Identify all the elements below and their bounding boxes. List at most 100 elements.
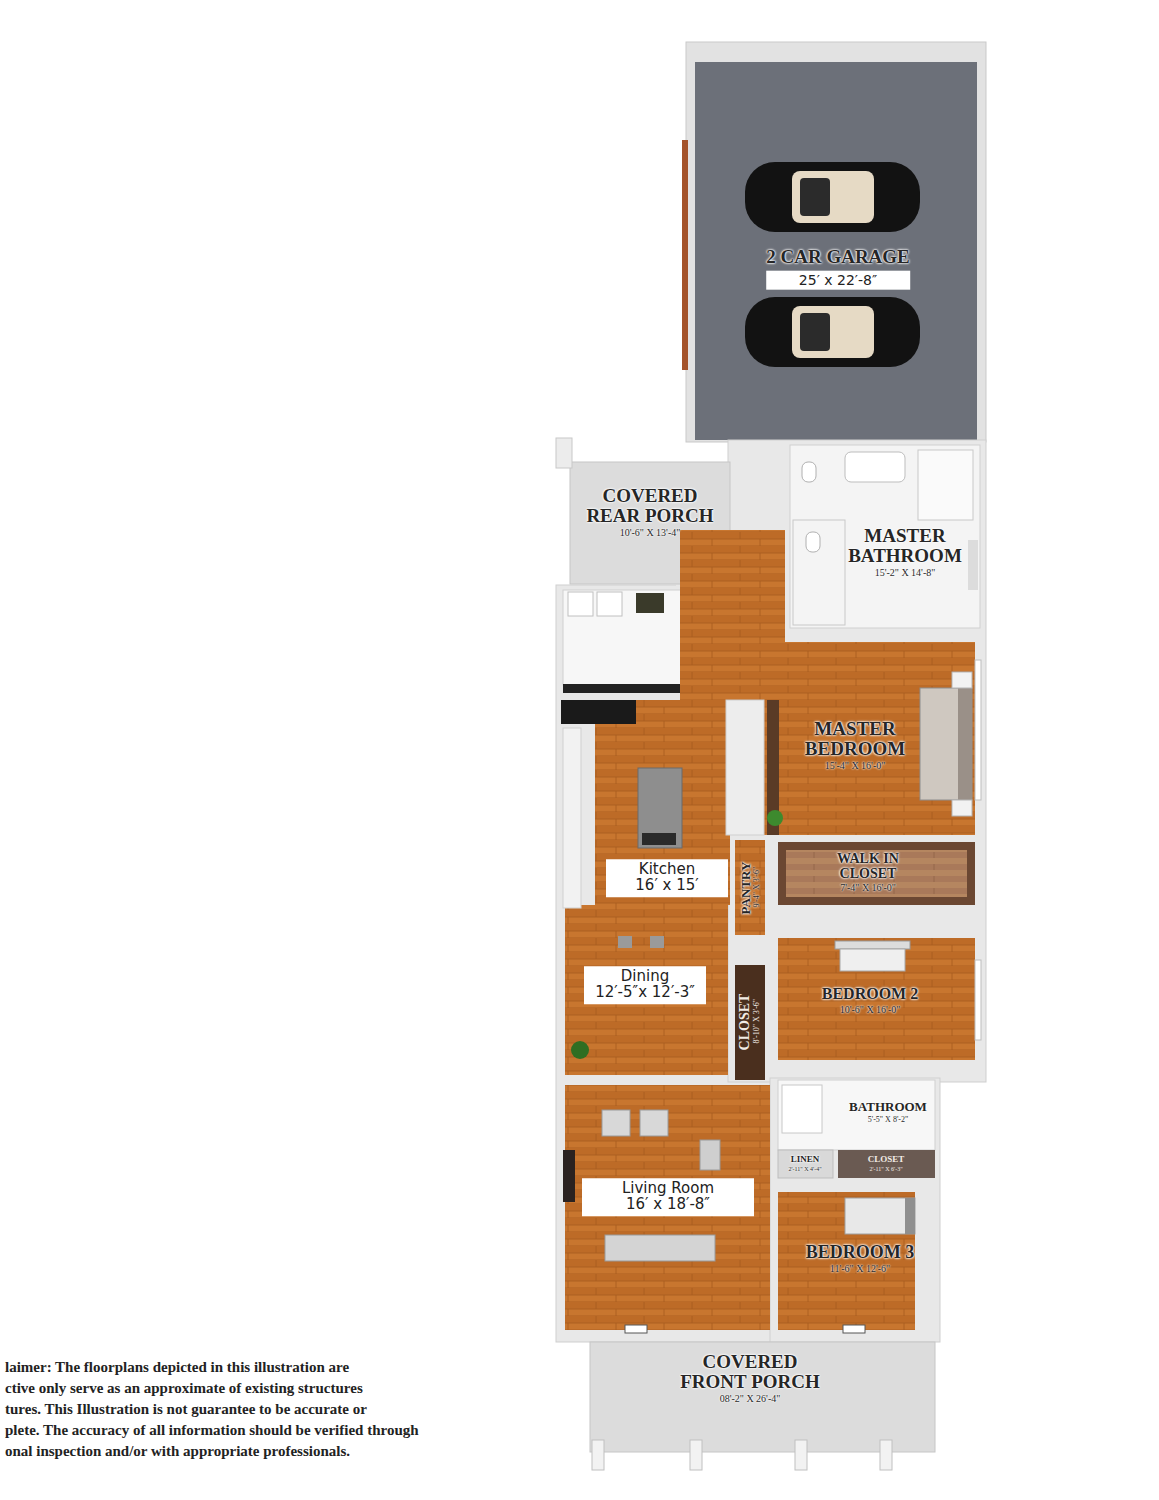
room-dimensions: 12′-5″x 12′-3″ xyxy=(590,985,700,1001)
room-name: MASTER BEDROOM xyxy=(795,719,915,759)
furniture-part xyxy=(840,949,905,971)
room: COVERED FRONT PORCH 08'-2" X 26'-4" xyxy=(560,1335,940,1455)
furniture-part xyxy=(905,1198,915,1234)
laundry-part xyxy=(597,592,622,616)
windows-part xyxy=(975,960,981,1040)
windows-part xyxy=(843,1325,865,1333)
furniture-part xyxy=(618,936,632,948)
room: WALK IN CLOSET 7'-4" X 16'-0" xyxy=(778,842,975,905)
room-label: Kitchen16′ x 15′ xyxy=(606,859,728,897)
furniture-part xyxy=(952,800,972,816)
room-dimensions: 08'-2" X 26'-4" xyxy=(675,1394,825,1405)
room-label: CLOSET8'-10" X 3'-6" xyxy=(738,994,761,1051)
closets xyxy=(735,965,935,1178)
disclaimer-line: plete. The accuracy of all information s… xyxy=(5,1420,419,1441)
wood-floors-part xyxy=(778,842,975,905)
room-name: PANTRY xyxy=(739,862,753,915)
room-name: Kitchen xyxy=(612,862,722,878)
wood-floors-part xyxy=(778,1192,915,1330)
room-dimensions: 16′ x 15′ xyxy=(612,878,722,894)
wood-floors-part xyxy=(735,642,975,835)
kitchen-fixtures-part xyxy=(638,768,682,848)
room-name: COVERED FRONT PORCH xyxy=(675,1352,825,1392)
room: BEDROOM 311'-6" X 12'-6" xyxy=(778,1192,915,1330)
walk-in-shelves xyxy=(778,842,975,905)
room-label: LINEN 2'-11" X 4'-4" xyxy=(788,1155,821,1173)
closets-part xyxy=(838,1150,935,1178)
walk-in-shelves-part xyxy=(778,897,975,905)
master-bathroom-part xyxy=(806,532,820,552)
windows-part xyxy=(625,1325,647,1333)
room: COVERED REAR PORCH10'-6" X 13'-4" xyxy=(570,462,730,584)
room-name: BEDROOM 3 xyxy=(806,1243,915,1262)
front-porch-part xyxy=(690,1440,702,1470)
room: Dining12′-5″x 12′-3″ xyxy=(565,905,728,1075)
room-label: COVERED REAR PORCH10'-6" X 13'-4" xyxy=(580,486,720,538)
room-dimensions: 2'-11" X 6'-3" xyxy=(868,1167,905,1173)
master-bathroom-part xyxy=(793,520,845,625)
house-walls xyxy=(556,440,986,1342)
room-label: MASTER BATHROOM15'-2" X 14'-8" xyxy=(840,526,970,578)
garage-part xyxy=(686,42,986,442)
room-dimensions: 25′ x 22′-8″ xyxy=(766,271,910,290)
room-dimensions: 8'-10" X 3'-6" xyxy=(753,994,761,1049)
room: MASTER BATHROOM15'-2" X 14'-8" xyxy=(785,440,985,632)
room-dimensions: 2'-11" X 4'-4" xyxy=(788,1167,821,1173)
room-dimensions: 16′ x 18′-8″ xyxy=(588,1197,748,1213)
room-name: WALK IN CLOSET xyxy=(826,852,911,881)
furniture-part xyxy=(650,936,664,948)
rear-porch-part xyxy=(556,438,572,468)
walk-in-shelves-part xyxy=(778,842,975,850)
room-name: BEDROOM 2 xyxy=(822,986,918,1003)
disclaimer-line: tures. This Illustration is not guarante… xyxy=(5,1399,419,1420)
room-name: COVERED REAR PORCH xyxy=(580,486,720,526)
room-label: PANTRY9'-4" X 3'-6" xyxy=(739,862,761,915)
room-label: BATHROOM5'-5" X 8'-2" xyxy=(849,1100,927,1124)
kitchen-fixtures-part xyxy=(642,833,676,845)
wood-floors-part xyxy=(778,938,975,1060)
front-porch-part xyxy=(590,1342,935,1452)
room-dimensions: 10'-6" X 16'-0" xyxy=(822,1005,918,1016)
master-bathroom-part xyxy=(918,450,973,520)
room-label: Dining12′-5″x 12′-3″ xyxy=(584,966,706,1004)
room: MASTER BEDROOM15'-4" X 16'-0" xyxy=(735,642,975,835)
room-name: CLOSET xyxy=(868,1155,905,1164)
room-label: Living Room16′ x 18′-8″ xyxy=(582,1178,754,1216)
furniture-part xyxy=(952,672,972,688)
room-label: BEDROOM 311'-6" X 12'-6" xyxy=(806,1243,915,1274)
laundry-part xyxy=(636,593,664,613)
room-dimensions: 7'-4" X 16'-0" xyxy=(826,883,911,894)
furniture-part xyxy=(920,688,972,800)
room-dimensions: 15'-2" X 14'-8" xyxy=(840,568,970,579)
garage-part xyxy=(745,297,920,367)
room-name: LINEN xyxy=(788,1155,821,1164)
furniture-part xyxy=(958,688,972,800)
wood-floors-part xyxy=(565,1085,770,1330)
kitchen-fixtures-part xyxy=(561,700,636,724)
room-name: CLOSET xyxy=(738,994,753,1051)
room: LINEN 2'-11" X 4'-4" xyxy=(778,1150,833,1178)
front-porch-part xyxy=(880,1440,892,1470)
laundry-part xyxy=(568,592,593,616)
room: 2 CAR GARAGE25′ x 22′-8″ xyxy=(686,42,986,442)
disclaimer-line: ctive only serve as an approximate of ex… xyxy=(5,1378,419,1399)
master-bathroom-part xyxy=(790,445,980,628)
furniture xyxy=(563,672,972,1261)
garage xyxy=(682,42,986,442)
laundry-part xyxy=(563,590,681,685)
room-name: BATHROOM xyxy=(849,1100,927,1114)
room: PANTRY9'-4" X 3'-6" xyxy=(735,840,765,935)
furniture-part xyxy=(835,941,910,949)
furniture-part xyxy=(700,1140,720,1170)
closets-part xyxy=(778,1080,935,1150)
room: CLOSET8'-10" X 3'-6" xyxy=(735,965,765,1080)
master-bathroom-part xyxy=(968,540,978,590)
walk-in-shelves-part xyxy=(967,842,975,905)
garage-part xyxy=(800,313,830,351)
room-name: Dining xyxy=(590,969,700,985)
disclaimer-line: laimer: The floorplans depicted in this … xyxy=(5,1357,419,1378)
garage-part xyxy=(792,171,874,223)
wood-floors-part xyxy=(595,700,730,905)
room-label: WALK IN CLOSET 7'-4" X 16'-0" xyxy=(826,852,911,894)
